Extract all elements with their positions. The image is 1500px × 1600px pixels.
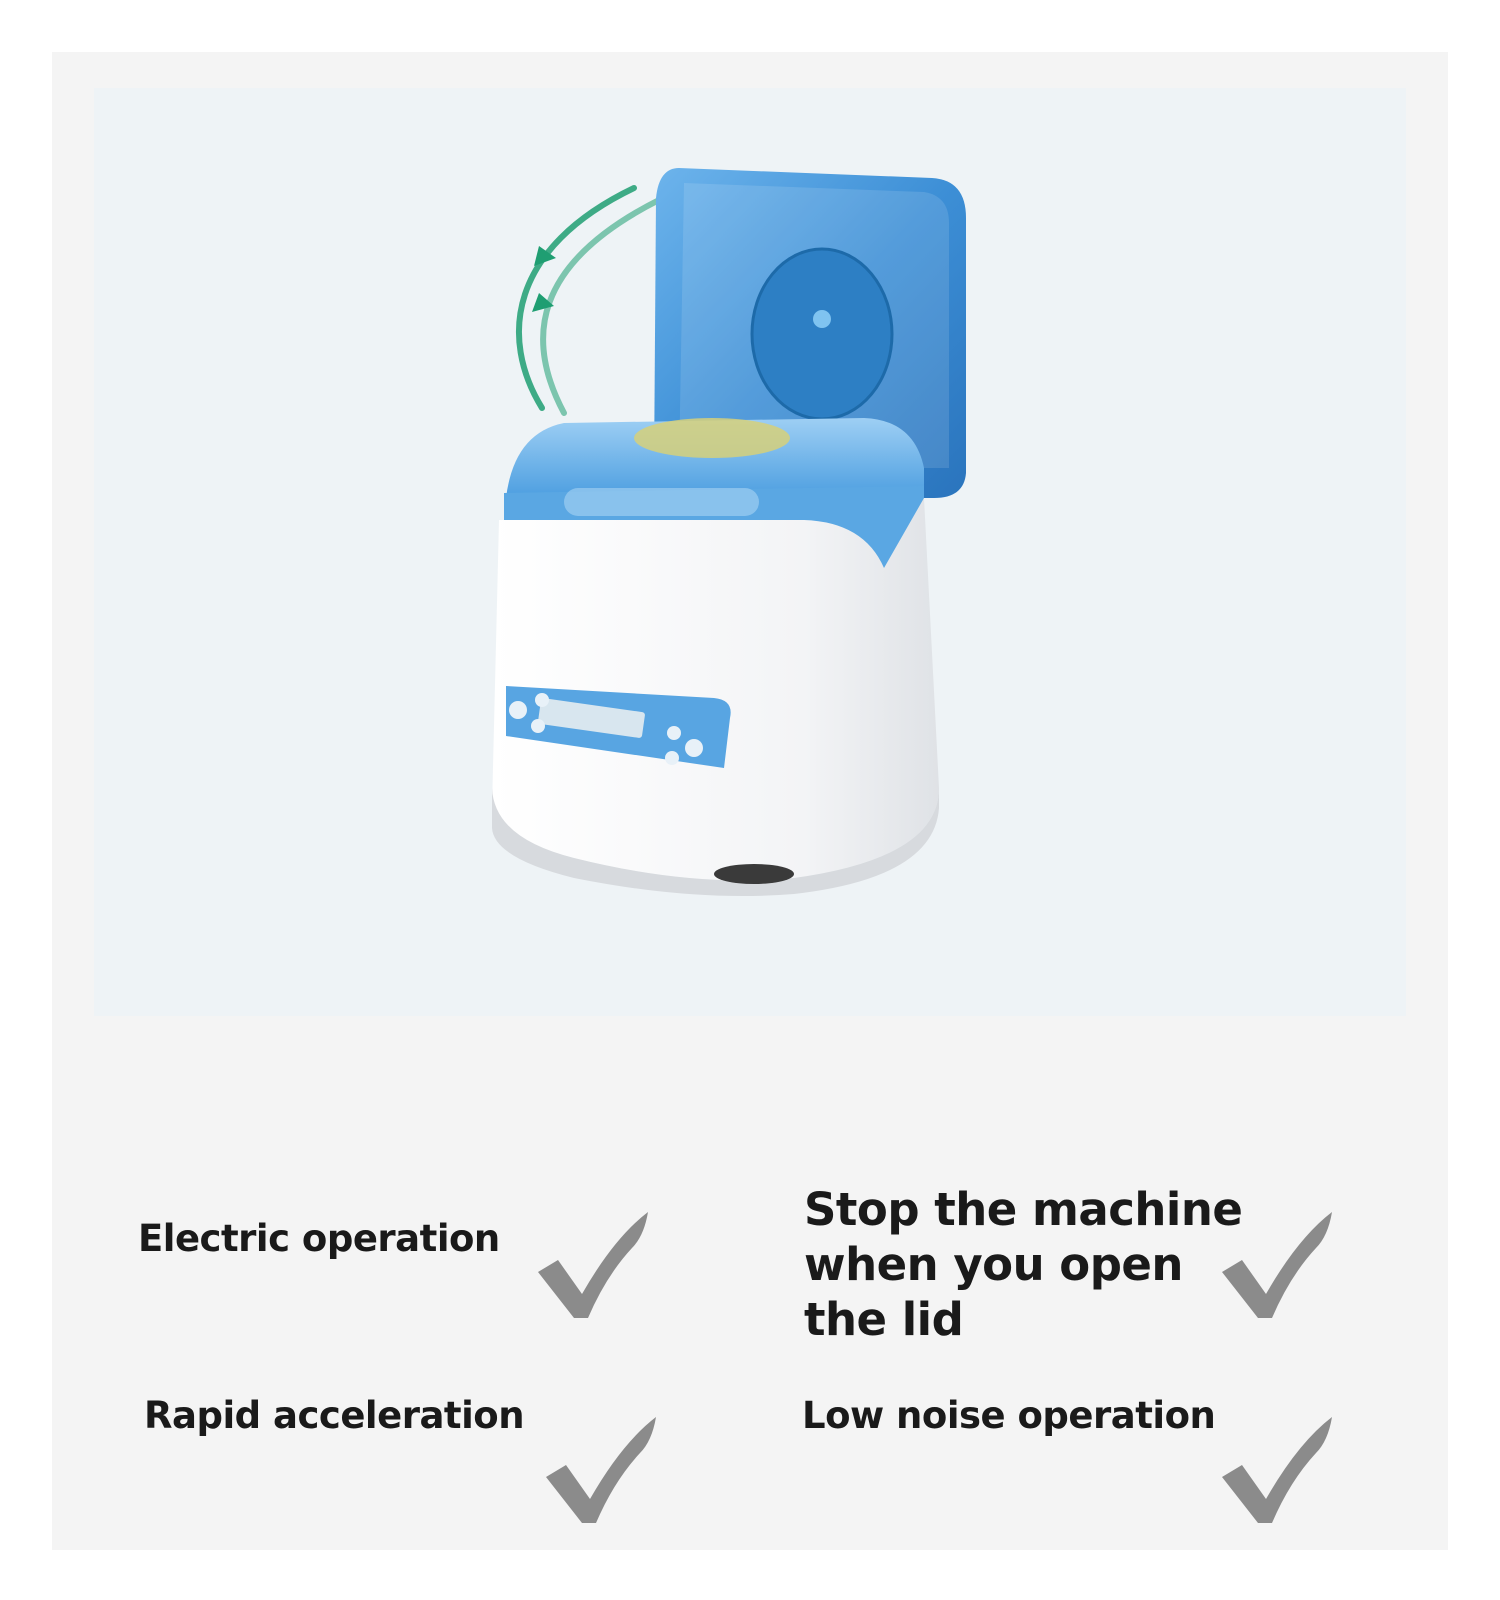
control-panel [506,686,731,768]
checkmark-icon [538,1212,648,1318]
feature-rapid-acceleration: Rapid acceleration [144,1394,525,1437]
rotate-arrow-icon [515,185,662,416]
product-image-panel [94,88,1406,1016]
centrifuge-illustration [492,168,966,896]
checkmark-icon [1222,1212,1332,1318]
feature-stop-on-lid-open: Stop the machine when you open the lid [804,1183,1243,1346]
feature-electric-operation: Electric operation [138,1217,500,1260]
centrifuge-body [492,498,939,896]
checkmark-icon [546,1417,656,1523]
page: Electric operation Stop the machine when… [52,52,1448,1550]
checkmark-icon [1222,1417,1332,1523]
feature-low-noise-operation: Low noise operation [802,1394,1216,1437]
open-lid [654,168,966,498]
